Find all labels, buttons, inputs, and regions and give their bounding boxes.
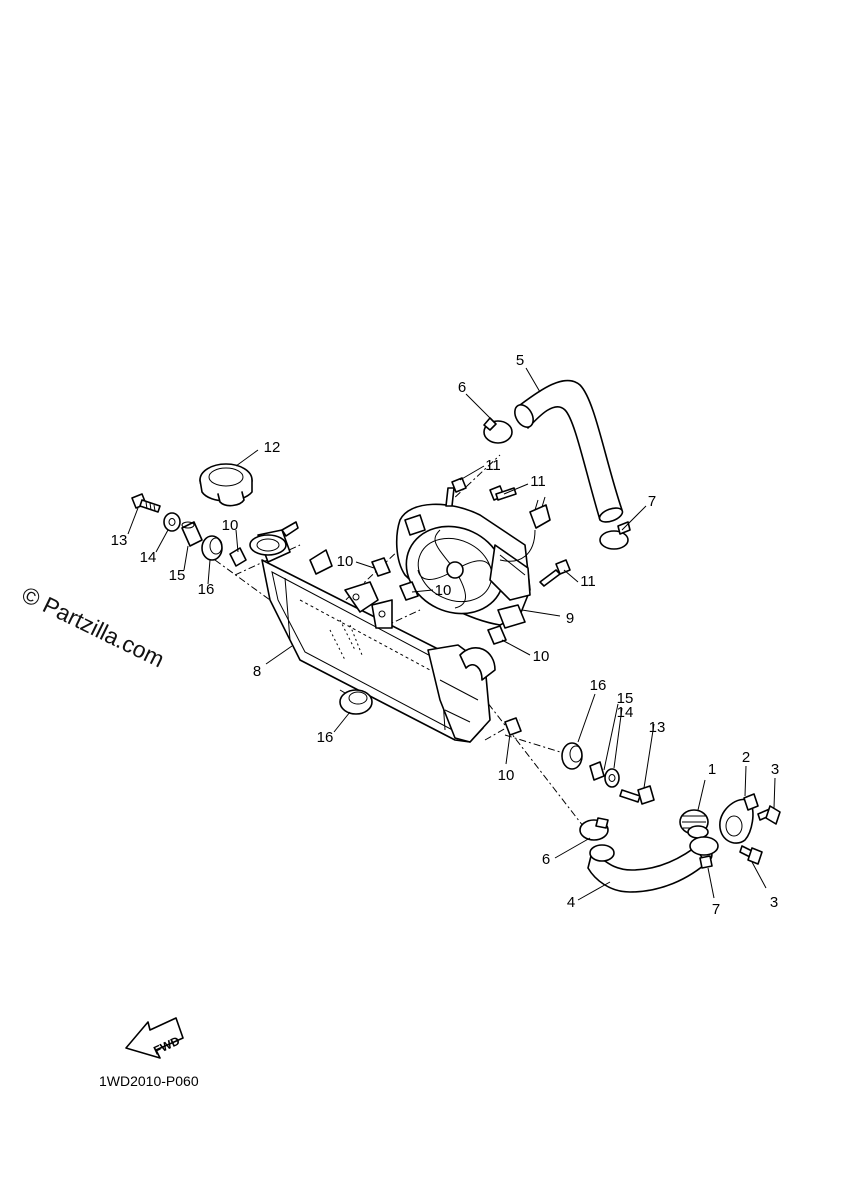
callout-labels: 1 2 3 3 4 5 6 6 7 7 8 9 10 10 10 10 10 1… [111,352,780,918]
callout-4: 4 [567,894,575,911]
nut-10-b [371,557,391,577]
bolt-11-b [489,485,517,501]
callout-15-left: 15 [169,567,186,584]
callout-7-upper: 7 [648,493,656,510]
callout-10-e: 10 [498,767,515,784]
callout-14-right: 14 [617,704,634,721]
callout-14-left: 14 [140,549,157,566]
upper-hose [514,379,624,523]
callout-3-lower: 3 [770,894,778,911]
callout-2: 2 [742,749,750,766]
bolt-11-a [445,477,467,507]
bolt-13-left [131,493,161,513]
nut-10-e [504,717,522,736]
diagram-code: 1WD2010-P060 [99,1073,199,1089]
washer-14-left [163,512,181,532]
nut-10-a [229,547,247,567]
grommet-16-left [201,535,223,561]
grommet-16-lower [339,689,373,715]
radiator-cap [199,463,253,507]
callout-11-b: 11 [530,473,546,490]
fwd-arrow-icon: FWD [125,1017,184,1059]
watermark-text: © Partzilla.com [18,581,169,672]
bolt-3-upper [757,805,781,825]
nut-10-d [487,625,507,645]
bolt-3-lower [739,845,763,865]
callout-16-left: 16 [198,581,215,598]
callout-10-a: 10 [222,517,239,534]
callout-10-b: 10 [337,553,354,570]
callout-5: 5 [516,352,524,369]
callout-1: 1 [708,761,716,778]
collar-15-left [181,521,203,547]
nut-10-c [399,581,419,601]
callout-15-right: 15 [617,690,634,707]
radiator [249,521,496,743]
callout-16-lower: 16 [317,729,334,746]
thermostat [679,809,709,839]
callout-8: 8 [253,663,261,680]
callout-9: 9 [566,610,574,627]
callout-13-right: 13 [649,719,666,736]
callout-7-lower: 7 [712,901,720,918]
callout-10-d: 10 [533,648,550,665]
callout-6-lower: 6 [542,851,550,868]
callout-13-left: 13 [111,532,128,549]
thermostat-cover [719,793,759,844]
callout-11-a: 11 [485,457,501,474]
grommet-16-right [561,742,583,770]
callout-6-upper: 6 [458,379,466,396]
callout-10-c: 10 [435,582,452,599]
callout-16-right: 16 [590,677,607,694]
bolt-13-right [619,785,655,805]
leader-lines [127,367,776,901]
hose-clamp-upper-6 [483,417,513,444]
bolt-11-c [539,559,571,587]
fan-motor-assembly [395,496,551,629]
callout-11-c: 11 [580,573,596,590]
washer-14-right [604,768,620,788]
collar-15-right [589,761,605,781]
callout-3-upper: 3 [771,761,779,778]
hose-clamp-lower-6 [579,817,609,841]
callout-12: 12 [264,439,281,456]
hose-clamp-lower-7 [689,836,719,869]
